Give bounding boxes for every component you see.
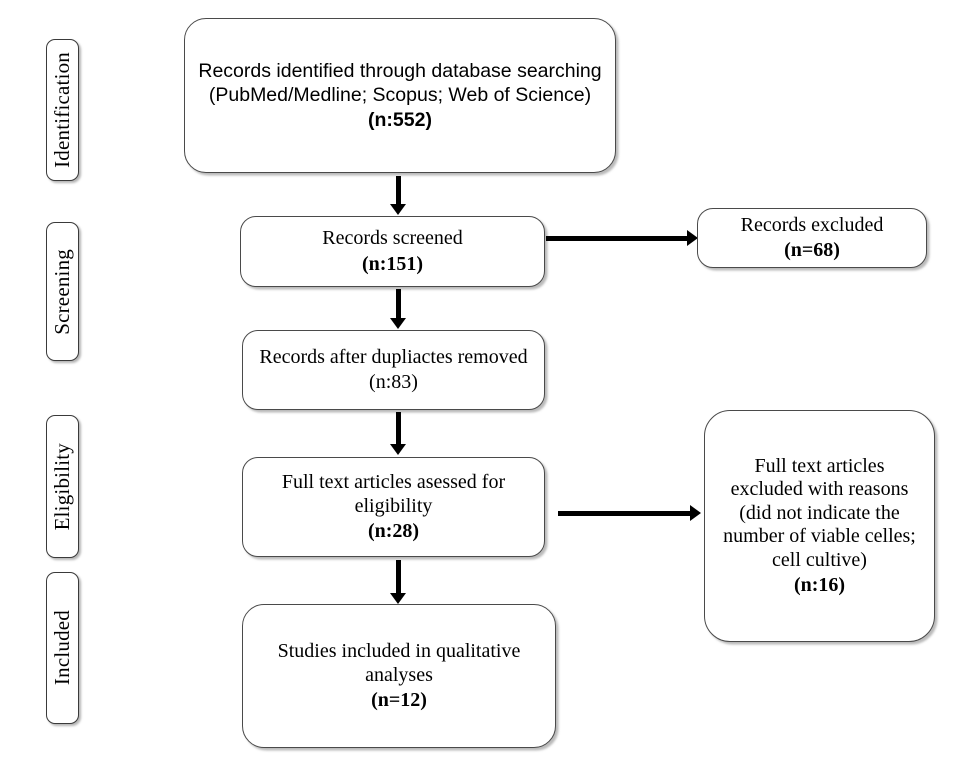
stage-label-identification: Identification <box>50 52 74 168</box>
node-records-identified-text: Records identified through database sear… <box>198 59 602 107</box>
node-records-excluded-text: Records excluded <box>740 213 884 236</box>
node-records-identified: Records identified through database sear… <box>184 18 616 173</box>
arrow-head <box>690 505 701 521</box>
node-records-screened-count: (n:151) <box>361 252 424 275</box>
node-studies-included-text: Studies included in qualitative analyses <box>277 639 521 686</box>
node-records-identified-count: (n:552) <box>368 109 432 132</box>
node-full-text-excluded: Full text articles excluded with reasons… <box>704 410 935 642</box>
stage-box-identification: Identification <box>46 39 79 181</box>
node-records-excluded: Records excluded (n=68) <box>697 208 927 268</box>
node-full-text-assessed-text: Full text articles asessed for eligibili… <box>281 470 506 517</box>
arrow-head <box>390 318 406 329</box>
node-full-text-excluded-count: (n:16) <box>793 574 846 597</box>
node-studies-included: Studies included in qualitative analyses… <box>242 604 556 748</box>
arrow-head <box>687 230 698 246</box>
arrow-shaft <box>395 560 401 594</box>
stage-label-included: Included <box>50 610 74 686</box>
node-records-screened: Records screened (n:151) <box>240 216 545 287</box>
node-full-text-assessed-count: (n:28) <box>367 520 420 543</box>
arrow-head <box>390 444 406 455</box>
arrow-shaft <box>558 510 691 516</box>
arrow-head <box>390 204 406 215</box>
node-full-text-assessed: Full text articles asessed for eligibili… <box>242 457 545 557</box>
node-records-after-duplicates-text: Records after dupliactes removed <box>259 345 528 368</box>
stage-label-eligibility: Eligibility <box>50 442 74 531</box>
node-full-text-excluded-text: Full text articles excluded with reasons… <box>723 454 916 571</box>
arrow-shaft <box>546 235 688 241</box>
arrow-head <box>390 593 406 604</box>
stage-box-screening: Screening <box>46 222 79 361</box>
node-records-after-duplicates-count: (n:83) <box>369 371 418 394</box>
arrow-shaft <box>395 412 401 445</box>
stage-label-screening: Screening <box>50 248 74 335</box>
node-records-excluded-count: (n=68) <box>784 239 840 262</box>
node-records-screened-text: Records screened <box>322 227 463 250</box>
stage-box-included: Included <box>46 572 79 724</box>
arrow-shaft <box>395 176 401 205</box>
arrow-shaft <box>395 289 401 319</box>
node-studies-included-count: (n=12) <box>371 689 427 712</box>
stage-box-eligibility: Eligibility <box>46 415 79 558</box>
node-records-after-duplicates: Records after dupliactes removed (n:83) <box>242 330 545 410</box>
